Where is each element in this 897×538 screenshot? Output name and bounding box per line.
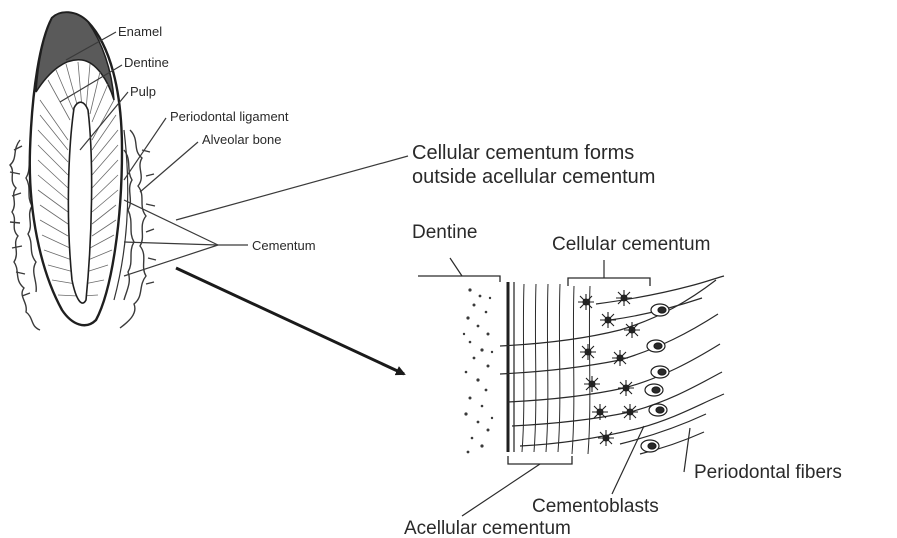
leader-cementum-1 (123, 199, 219, 246)
diagram-labels: Enamel Dentine Pulp Periodontal ligament… (118, 24, 842, 538)
label-alveolar-bone: Alveolar bone (202, 132, 282, 147)
cementocyte (622, 404, 638, 420)
periodontal-fiber-lines (499, 275, 725, 455)
cementocyte (578, 294, 594, 310)
cementocytes (578, 290, 640, 446)
cementoblast (650, 303, 670, 317)
label-acellular-cementum: Acellular cementum (404, 518, 571, 538)
leader-cementum-3 (123, 244, 219, 277)
leader-dentine-large (449, 257, 463, 277)
tooth-leader-lines (59, 31, 409, 277)
label-dentine-small: Dentine (124, 55, 169, 70)
magnification-arrow (175, 266, 406, 376)
label-cementum: Cementum (252, 238, 316, 253)
periodontal-ligament-line (113, 129, 129, 301)
cementocyte (618, 380, 634, 396)
leader-pulp (79, 91, 129, 151)
leader-cellular-cementum (175, 155, 409, 221)
label-pulp: Pulp (130, 84, 156, 99)
cementocyte (598, 430, 614, 446)
cementocyte (616, 290, 632, 306)
dentine-striations (37, 61, 119, 297)
cementocyte (612, 350, 628, 366)
cementoblast (648, 403, 668, 417)
leader-enamel (65, 31, 117, 61)
magnified-cementum-view (418, 257, 725, 517)
cementocyte (592, 404, 608, 420)
cementocyte (624, 322, 640, 338)
cementoblast (650, 365, 670, 379)
dentine-bracket (418, 275, 501, 282)
cementoblast (646, 339, 666, 353)
cementoblast (640, 439, 660, 453)
leader-cementoblasts (611, 425, 645, 495)
label-periodontal-ligament: Periodontal ligament (170, 109, 289, 124)
label-outside-acellular-cementum: outside acellular cementum (412, 166, 655, 188)
label-enamel: Enamel (118, 24, 162, 39)
cementocyte (584, 376, 600, 392)
leader-dentine-small (59, 64, 123, 103)
alveolar-bone-left (9, 139, 41, 331)
cementocyte (580, 344, 596, 360)
pulp-canal (67, 101, 93, 304)
acellular-cementum-bracket (507, 456, 573, 465)
label-dentine-large: Dentine (412, 222, 478, 243)
dentine-speckles (462, 288, 494, 454)
label-periodontal-fibers: Periodontal fibers (694, 462, 842, 483)
cementocyte (600, 312, 616, 328)
leader-cementum-2 (123, 241, 219, 246)
cementoblast-cells (640, 303, 670, 453)
label-cellular-cementum: Cellular cementum (552, 234, 710, 255)
label-cellular-cementum-forms: Cellular cementum forms (412, 142, 634, 164)
leader-acellular-cementum (461, 463, 541, 517)
cellular-cementum-bracket (567, 277, 651, 286)
cementoblast (644, 383, 664, 397)
leader-alveolar-bone (139, 141, 199, 193)
label-cementoblasts: Cementoblasts (532, 496, 659, 517)
leader-periodontal-fibers (683, 427, 691, 473)
cementum-incremental-lines (521, 283, 591, 455)
leader-periodontal-ligament (123, 117, 167, 181)
